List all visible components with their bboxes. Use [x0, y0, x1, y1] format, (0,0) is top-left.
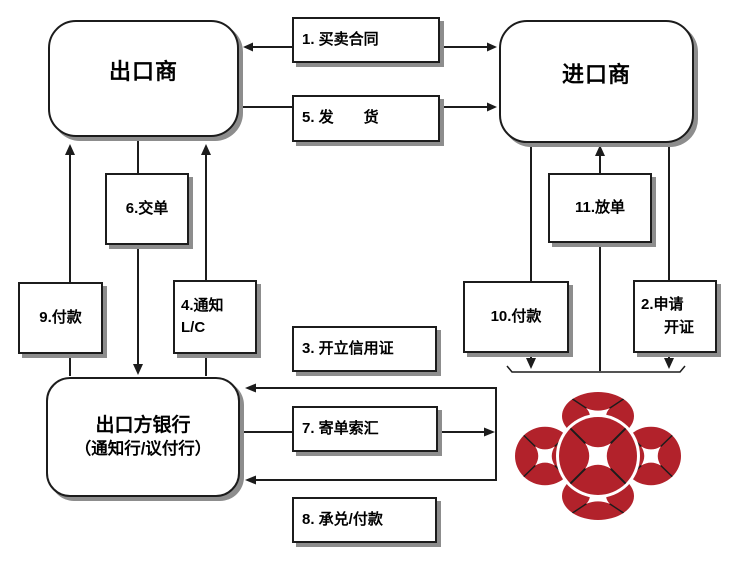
- step-label-line1: 2.申请: [641, 296, 684, 313]
- step-label: 11.放单: [574, 198, 626, 216]
- step-box-2: 2.申请 开证: [633, 280, 717, 353]
- step-box-7: 7. 寄单索汇: [292, 406, 438, 452]
- step-label-line2: 开证: [664, 318, 695, 336]
- step-box-4: 4.通知 L/C: [173, 280, 257, 354]
- step-label: 3. 开立信用证: [302, 339, 394, 357]
- step-box-9: 9.付款: [18, 282, 103, 354]
- step-label: 1. 买卖合同: [302, 30, 379, 48]
- step-label: 5. 发 货: [302, 109, 379, 127]
- step-label-line2: L/C: [181, 319, 206, 336]
- node-exporter-bank-roles: （通知行/议付行）: [74, 439, 212, 458]
- step-box-10: 10.付款: [463, 281, 569, 353]
- node-exporter-bank-name: 出口方银行: [95, 414, 191, 436]
- step-box-3: 3. 开立信用证: [292, 326, 437, 372]
- step-box-1: 1. 买卖合同: [292, 17, 440, 63]
- node-exporter-bank: 出口方银行 （通知行/议付行）: [46, 377, 240, 497]
- node-importer: 进口商: [499, 20, 694, 143]
- step-box-8: 8. 承兑/付款: [292, 497, 437, 543]
- step-label: 6.交单: [125, 199, 169, 217]
- node-exporter: 出口商: [48, 20, 239, 137]
- step-label: 8. 承兑/付款: [302, 510, 383, 528]
- step-box-6: 6.交单: [105, 173, 189, 245]
- step-label: 9.付款: [39, 308, 82, 326]
- step-label: 7. 寄单索汇: [302, 419, 379, 437]
- coin-icon: [557, 415, 639, 497]
- step-label-line1: 4.通知: [181, 296, 224, 314]
- step-box-5: 5. 发 货: [292, 95, 440, 142]
- issuing-bank-bracket: [506, 365, 686, 373]
- issuing-bank-logo: [513, 390, 683, 522]
- step-label: 10.付款: [490, 307, 542, 325]
- arrow-issue-lc: [245, 383, 496, 393]
- step-box-11: 11.放单: [548, 173, 652, 243]
- arrow-acceptance-payment: [245, 475, 496, 485]
- node-importer-label: 进口商: [561, 61, 631, 87]
- node-exporter-label: 出口商: [108, 58, 178, 84]
